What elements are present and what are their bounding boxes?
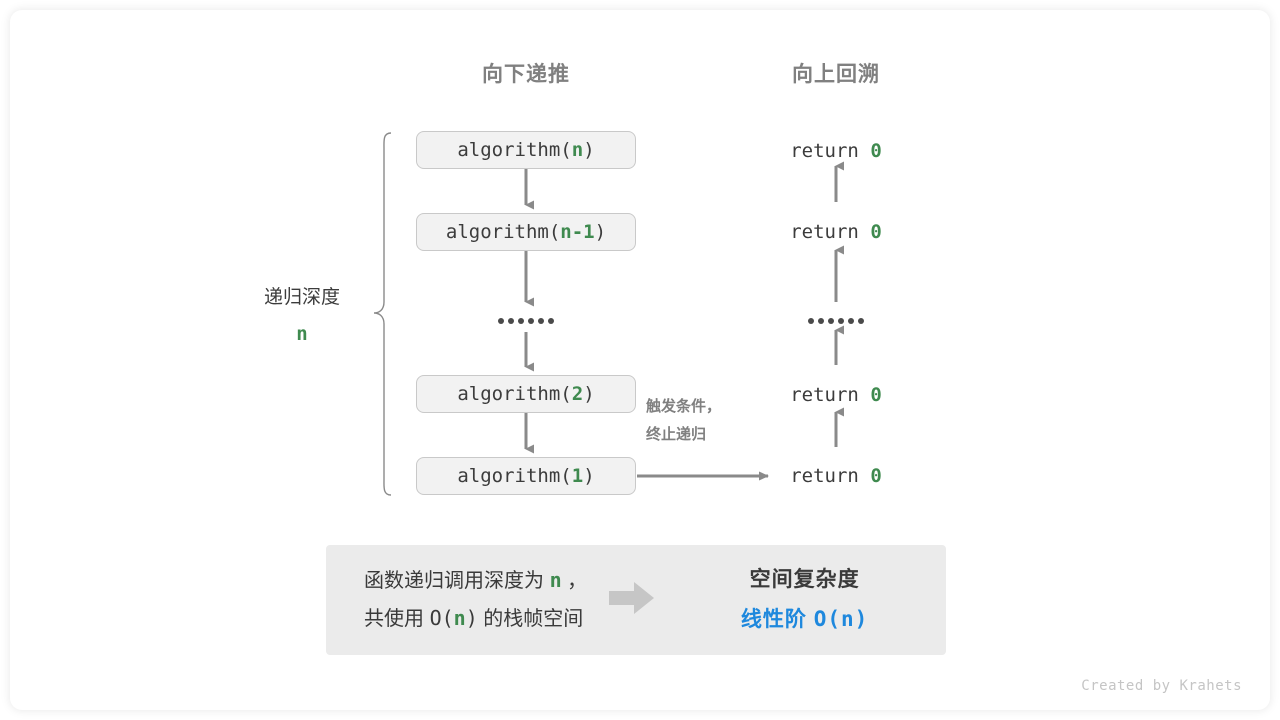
summary-line1-n: n xyxy=(549,568,562,592)
call-box-1: algorithm(1) xyxy=(416,457,636,495)
header-downward-recursion: 向下递推 xyxy=(482,63,570,86)
space-complexity-value: 线性阶 O(n) xyxy=(681,600,928,640)
call-close: ) xyxy=(594,221,607,243)
trigger-note-line1: 触发条件， xyxy=(646,398,722,415)
ellipsis-dot xyxy=(548,318,554,324)
return-value: 0 xyxy=(870,465,882,487)
space-complexity-title: 空间复杂度 xyxy=(749,567,860,591)
call-box-2: algorithm(2) xyxy=(416,375,636,413)
summary-line2-prefix: 共使用 xyxy=(364,608,430,630)
call-close: ) xyxy=(583,139,595,161)
return-statement-3: return 0 xyxy=(790,384,882,406)
call-close: ) xyxy=(583,465,595,487)
trigger-note-line2: 终止递归 xyxy=(646,425,707,443)
return-keyword: return xyxy=(790,384,871,406)
return-keyword: return xyxy=(790,221,871,243)
call-box-n: algorithm(n) xyxy=(416,131,636,169)
call-box-n-minus-1: algorithm(n-1) xyxy=(416,213,636,251)
call-name: algorithm( xyxy=(457,465,572,487)
summary-line1-suffix: ， xyxy=(561,570,588,592)
call-close: ) xyxy=(583,383,595,405)
ellipsis-dot xyxy=(818,318,824,324)
summary-line2-bigo-close: ) xyxy=(465,606,478,630)
summary-left-text: 函数递归调用深度为 n ， 共使用 O(n) 的栈帧空间 xyxy=(326,562,587,638)
complexity-notation: O(n) xyxy=(813,606,869,631)
call-name: algorithm( xyxy=(445,221,561,243)
header-upward-backtrack: 向上回溯 xyxy=(792,63,880,86)
trigger-condition-note: 触发条件， 终止递归 xyxy=(646,393,721,449)
return-statement-4: return 0 xyxy=(790,465,882,487)
summary-panel: 函数递归调用深度为 n ， 共使用 O(n) 的栈帧空间 空间复杂度 线性阶 O… xyxy=(326,545,946,655)
ellipsis-dot xyxy=(838,318,844,324)
block-arrow-right-icon xyxy=(609,580,655,621)
ellipsis-dot xyxy=(808,318,814,324)
ellipsis-dot xyxy=(858,318,864,324)
call-arg: n-1 xyxy=(560,221,595,243)
return-value: 0 xyxy=(870,221,882,243)
summary-line1-prefix: 函数递归调用深度为 xyxy=(364,570,550,592)
ellipsis-dot xyxy=(828,318,834,324)
summary-line2-bigo-open: O( xyxy=(429,606,454,630)
return-value: 0 xyxy=(870,384,882,406)
depth-brace xyxy=(373,132,392,496)
return-keyword: return xyxy=(790,140,871,162)
summary-line2-suffix: 的栈帧空间 xyxy=(477,608,584,630)
call-name: algorithm( xyxy=(457,139,572,161)
recursion-depth-value: n xyxy=(296,323,308,346)
summary-line2-n: n xyxy=(453,606,466,630)
ellipsis-right-icon xyxy=(808,318,864,324)
summary-line-2: 共使用 O(n) 的栈帧空间 xyxy=(364,600,587,638)
return-statement-1: return 0 xyxy=(790,140,882,162)
recursion-depth-label: 递归深度 n xyxy=(242,280,362,352)
call-arg: n xyxy=(571,139,584,161)
recursion-depth-text: 递归深度 xyxy=(263,287,340,308)
ellipsis-dot xyxy=(498,318,504,324)
return-value: 0 xyxy=(870,140,882,162)
call-name: algorithm( xyxy=(457,383,572,405)
ellipsis-dot xyxy=(528,318,534,324)
call-arg: 2 xyxy=(571,383,584,405)
ellipsis-dot xyxy=(518,318,524,324)
ellipsis-dot xyxy=(538,318,544,324)
diagram-card: 向下递推 向上回溯 递归深度 n algorithm(n) algorithm(… xyxy=(10,10,1270,710)
call-arg: 1 xyxy=(571,465,584,487)
credit-text: Created by Krahets xyxy=(1081,678,1242,694)
ellipsis-dot xyxy=(848,318,854,324)
summary-right-text: 空间复杂度 线性阶 O(n) xyxy=(681,561,946,640)
ellipsis-dot xyxy=(508,318,514,324)
complexity-order-name: 线性阶 xyxy=(740,607,814,631)
summary-line-1: 函数递归调用深度为 n ， xyxy=(364,562,587,600)
return-statement-2: return 0 xyxy=(790,221,882,243)
return-keyword: return xyxy=(790,465,871,487)
ellipsis-left-icon xyxy=(498,318,554,324)
